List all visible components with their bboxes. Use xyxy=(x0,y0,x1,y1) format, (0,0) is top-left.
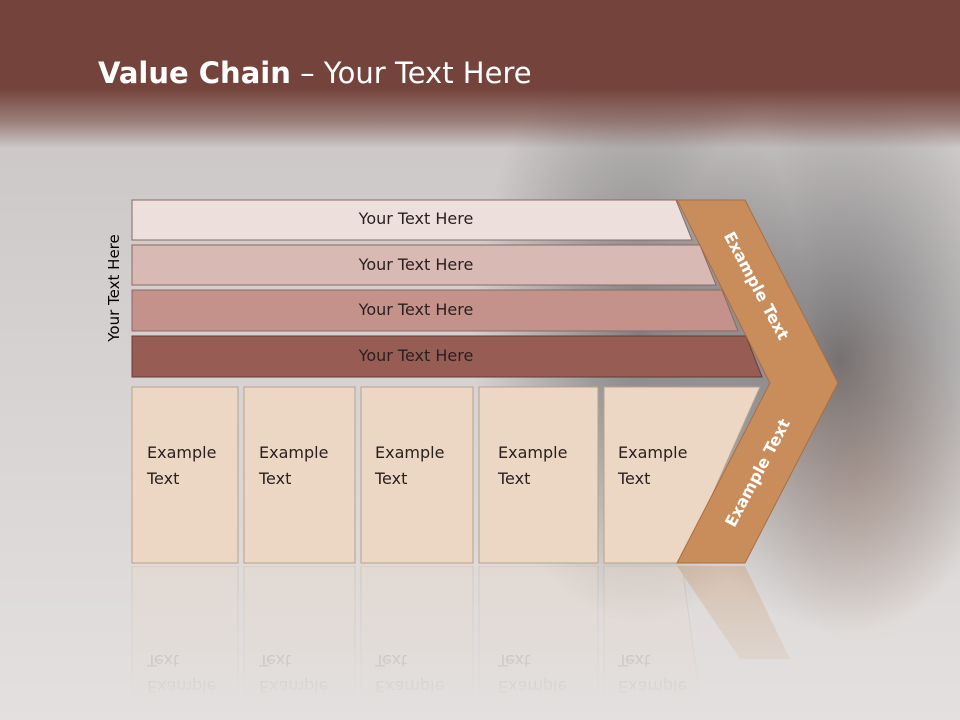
box-1 xyxy=(131,386,239,564)
box-3 xyxy=(360,386,474,564)
bar-4-label: Your Text Here xyxy=(358,346,474,365)
box-4-line2: Text xyxy=(498,469,531,488)
diagram-reflection: Example Text Example Text Example Text Exam… xyxy=(131,566,790,700)
svg-text:Text: Text xyxy=(374,651,407,670)
bar-4 xyxy=(131,335,763,378)
box-1-line1: Example xyxy=(147,443,217,462)
svg-text:Text: Text xyxy=(617,651,650,670)
svg-text:Example: Example xyxy=(147,677,216,696)
svg-text:Example: Example xyxy=(259,677,328,696)
box-2-label: Example Text xyxy=(259,440,359,492)
box-2 xyxy=(243,386,356,564)
bar-3 xyxy=(131,289,739,332)
box-5-label: Example Text xyxy=(618,440,718,492)
bar-2-label: Your Text Here xyxy=(358,255,474,274)
box-2-line1: Example xyxy=(259,443,329,462)
slide-title: Value Chain – Your Text Here xyxy=(98,56,532,90)
title-bold: Value Chain xyxy=(98,56,291,90)
svg-text:Example: Example xyxy=(618,677,687,696)
bar-2 xyxy=(131,244,717,286)
box-1-label: Example Text xyxy=(147,440,247,492)
box-3-label: Example Text xyxy=(375,440,475,492)
svg-text:Text: Text xyxy=(497,651,530,670)
bar-1 xyxy=(131,199,693,241)
svg-text:Example: Example xyxy=(375,677,444,696)
box-3-line2: Text xyxy=(375,469,408,488)
box-4-label: Example Text xyxy=(498,440,598,492)
svg-text:Text: Text xyxy=(146,651,179,670)
svg-text:Text: Text xyxy=(258,651,291,670)
box-4 xyxy=(478,386,599,564)
box-1-line2: Text xyxy=(147,469,180,488)
chevron-arrow xyxy=(676,199,839,564)
box-2-line2: Text xyxy=(259,469,292,488)
bar-1-label: Your Text Here xyxy=(358,209,474,228)
box-5-line1: Example xyxy=(618,443,688,462)
box-3-line1: Example xyxy=(375,443,445,462)
svg-text:Example: Example xyxy=(498,677,567,696)
title-band xyxy=(0,0,960,148)
title-rest: – Your Text Here xyxy=(290,56,532,90)
bar-3-label: Your Text Here xyxy=(358,300,474,319)
box-5-line2: Text xyxy=(618,469,651,488)
box-4-line1: Example xyxy=(498,443,568,462)
